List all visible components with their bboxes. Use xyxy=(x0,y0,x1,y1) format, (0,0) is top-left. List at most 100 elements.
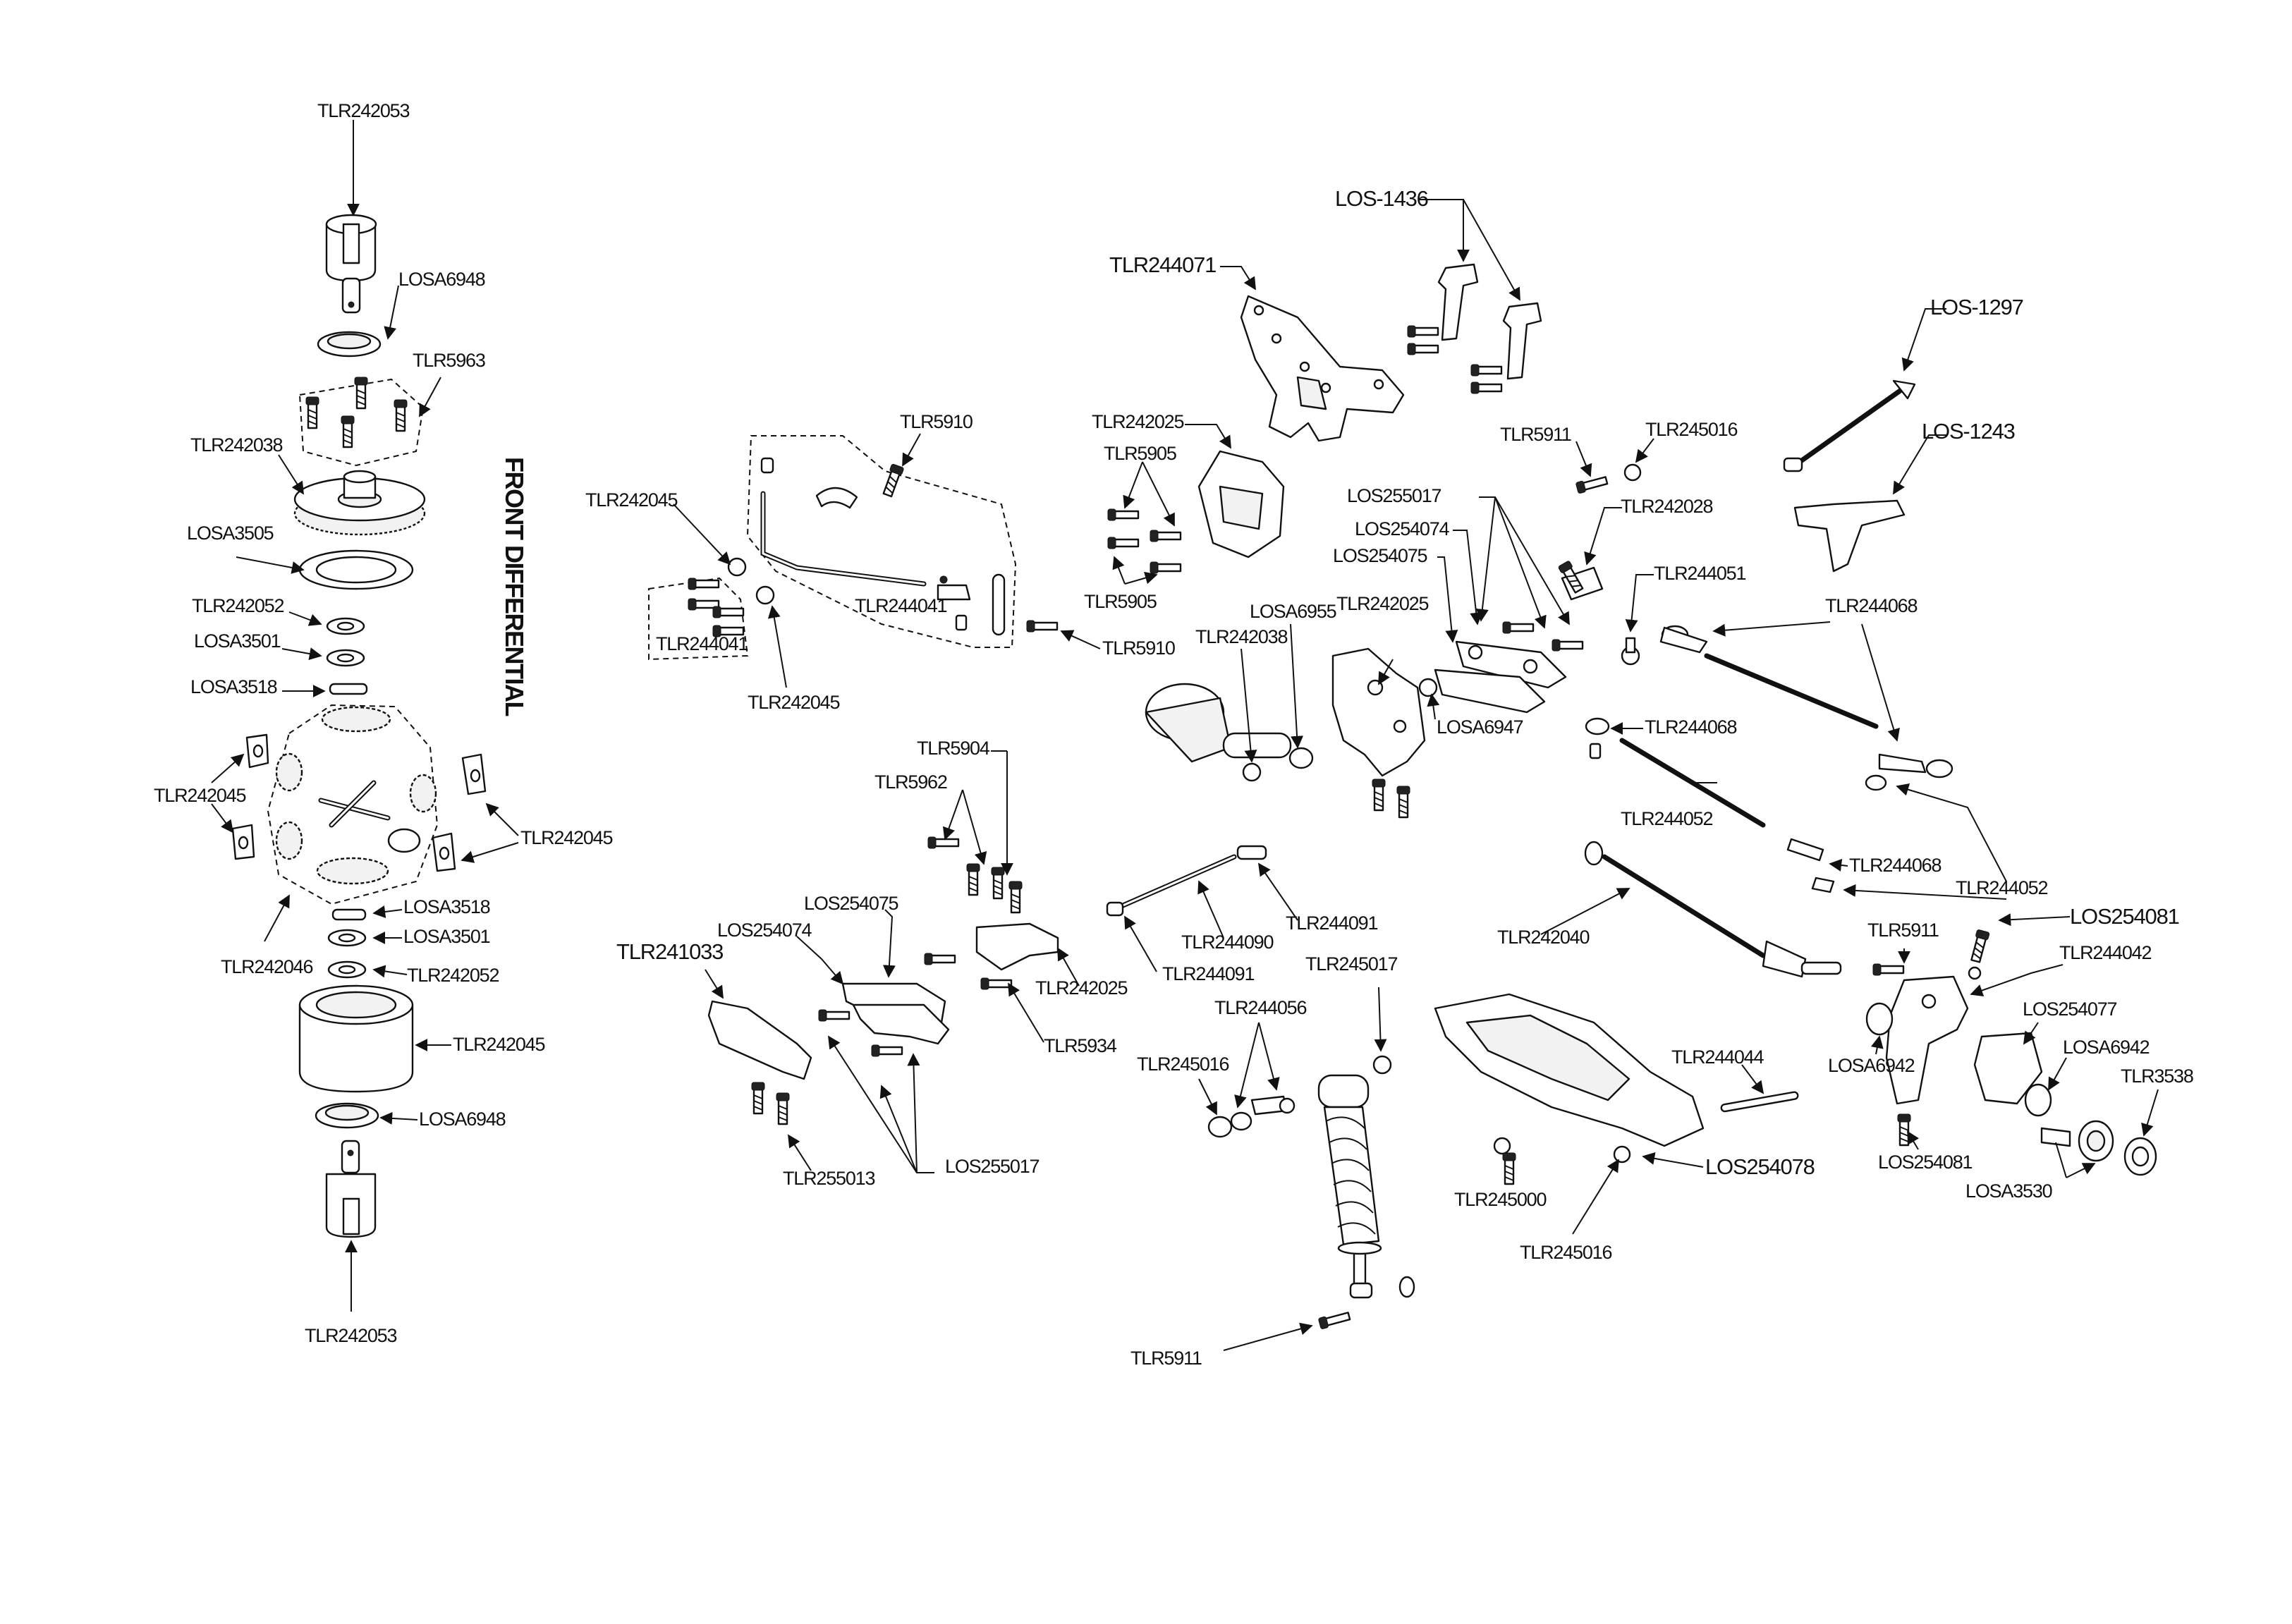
label-tlr244052-right: TLR244052 xyxy=(1956,877,2047,898)
washer-1 xyxy=(326,617,365,635)
label-tlr244052-mid: TLR244052 xyxy=(1621,808,1712,829)
diff-gear-cluster xyxy=(267,704,439,905)
label-tlr245016-arm: TLR245016 xyxy=(1520,1242,1611,1263)
ball-ends xyxy=(1207,1095,1296,1138)
label-tlr5904: TLR5904 xyxy=(917,738,990,759)
label-tlr244068-mid: TLR244068 xyxy=(1645,716,1736,738)
wheel-hex-nut xyxy=(2040,1120,2157,1176)
cv-driveshaft xyxy=(1584,841,1842,978)
rear-bracket xyxy=(1793,499,1906,573)
label-tlr255013: TLR255013 xyxy=(783,1168,874,1189)
label-tlr3538: TLR3538 xyxy=(2121,1066,2193,1087)
rear-driveshaft xyxy=(1783,379,1916,472)
cross-pin xyxy=(329,683,368,695)
top-brace-assembly xyxy=(648,435,1059,661)
label-losa6942-right: LOSA6942 xyxy=(2063,1037,2150,1058)
label-losa3501-top: LOSA3501 xyxy=(194,630,281,652)
label-tlr242045-right: TLR242045 xyxy=(520,827,612,848)
label-tlr245016-shock: TLR245016 xyxy=(1137,1054,1229,1075)
label-tlr244041-right: TLR244041 xyxy=(855,595,946,616)
hinge-pin-screw xyxy=(1501,1152,1517,1185)
diff-gasket xyxy=(298,549,414,590)
diff-cover xyxy=(1107,450,1285,575)
shock-tower xyxy=(1240,295,1405,442)
label-tlr242025-top: TLR242025 xyxy=(1092,411,1183,432)
label-los254074-front: LOS254074 xyxy=(717,920,812,941)
label-tlr242052-top: TLR242052 xyxy=(192,595,284,616)
diff-case xyxy=(298,984,414,1093)
label-tlr5934: TLR5934 xyxy=(1044,1035,1117,1056)
label-tlr244090: TLR244090 xyxy=(1181,932,1273,953)
label-tlr242053-bottom: TLR242053 xyxy=(305,1325,396,1346)
label-tlr244068-lower: TLR244068 xyxy=(1849,855,1941,876)
hinge-brace xyxy=(1434,621,1584,714)
front-diff-assembly xyxy=(1145,683,1314,782)
label-tlr244091-left: TLR244091 xyxy=(1162,963,1254,984)
label-tlr242045-left: TLR242045 xyxy=(154,785,245,806)
front-hinge-braces xyxy=(817,952,1013,1058)
label-los255017-top: LOS255017 xyxy=(1347,485,1441,506)
section-title: FRONT DIFFERENTIAL xyxy=(500,457,529,716)
label-los255017-front: LOS255017 xyxy=(945,1156,1040,1177)
diff-shims xyxy=(231,733,487,872)
ring-gear xyxy=(293,470,426,536)
shock-bushing xyxy=(1372,1055,1392,1075)
screw-tlr5911-bottom xyxy=(1317,1309,1352,1331)
label-tlr5905-bottom: TLR5905 xyxy=(1084,591,1157,612)
label-losa3505: LOSA3505 xyxy=(187,523,274,544)
label-tlr242046: TLR242046 xyxy=(221,956,312,977)
label-losa6948-top: LOSA6948 xyxy=(398,269,485,290)
label-tlr242040: TLR242040 xyxy=(1497,927,1589,948)
label-tlr245016-top: TLR245016 xyxy=(1645,419,1737,440)
label-tlr5905-top: TLR5905 xyxy=(1104,443,1176,464)
label-tlr5963: TLR5963 xyxy=(413,350,485,371)
label-losa6948-bottom: LOSA6948 xyxy=(419,1109,506,1130)
label-losa3530: LOSA3530 xyxy=(1965,1180,2052,1202)
hub-carrier xyxy=(1865,928,2052,1147)
label-losa3518-top: LOSA3518 xyxy=(190,676,277,697)
ball-stud xyxy=(1621,637,1640,666)
label-los254075-top: LOS254075 xyxy=(1333,545,1427,566)
label-los-1297: LOS-1297 xyxy=(1930,295,2023,319)
outdrive-top xyxy=(325,214,377,314)
label-losa6955: LOSA6955 xyxy=(1250,601,1336,622)
label-tlr244056: TLR244056 xyxy=(1214,997,1306,1018)
hinge-pins xyxy=(1106,845,1267,917)
label-tlr244041-left: TLR244041 xyxy=(656,633,748,654)
label-tlr5962: TLR5962 xyxy=(874,771,947,793)
washer-2 xyxy=(326,649,365,667)
rear-arm xyxy=(1434,993,1799,1164)
ring-gear-screws xyxy=(298,376,425,467)
label-los-1243: LOS-1243 xyxy=(1922,419,2015,444)
screw-washer-tlr5911 xyxy=(1575,463,1642,495)
label-tlr242038-mid: TLR242038 xyxy=(1195,626,1287,647)
label-tlr244044: TLR244044 xyxy=(1671,1046,1764,1068)
front-bumper xyxy=(707,1000,812,1125)
label-tlr5911-top: TLR5911 xyxy=(1500,424,1571,445)
label-tlr5911-hub: TLR5911 xyxy=(1867,920,1939,941)
label-los254077: LOS254077 xyxy=(2023,999,2117,1020)
bearing-bottom xyxy=(315,1102,379,1129)
label-tlr242045-brace: TLR242045 xyxy=(585,489,677,511)
label-tlr244051: TLR244051 xyxy=(1654,563,1745,584)
label-tlr244071: TLR244071 xyxy=(1109,252,1216,277)
label-los254081-lower: LOS254081 xyxy=(1878,1152,1973,1173)
outdrive-bottom xyxy=(325,1140,377,1238)
label-tlr5910-top: TLR5910 xyxy=(900,411,973,432)
front-pivot-block xyxy=(927,836,1059,971)
label-losa3518-bottom: LOSA3518 xyxy=(403,896,490,917)
label-los254074-top: LOS254074 xyxy=(1355,518,1450,539)
label-tlr242053-top: TLR242053 xyxy=(317,100,409,121)
label-tlr244091-right: TLR244091 xyxy=(1286,912,1377,934)
label-los-1436: LOS-1436 xyxy=(1335,186,1428,211)
label-tlr242045-lower: TLR242045 xyxy=(748,692,839,713)
front-shock xyxy=(1317,1074,1415,1299)
label-tlr242038-diff: TLR242038 xyxy=(190,434,282,456)
label-tlr241033: TLR241033 xyxy=(616,939,723,964)
label-tlr242052-bottom: TLR242052 xyxy=(407,965,499,986)
body-mounts xyxy=(1406,263,1542,395)
bearing-top xyxy=(317,331,382,358)
label-tlr5910-right: TLR5910 xyxy=(1102,637,1175,659)
